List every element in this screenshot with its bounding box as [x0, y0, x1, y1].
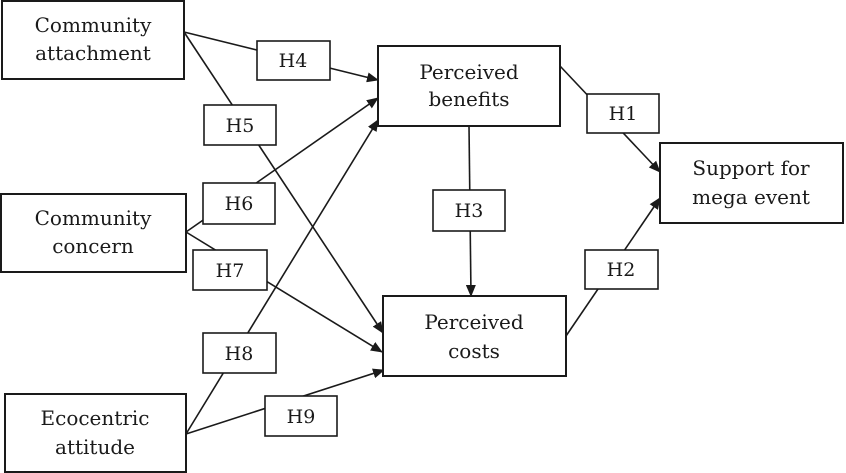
construct-community-concern: Community concern	[0, 193, 187, 273]
hypothesis-label: H1	[609, 103, 638, 125]
construct-label-line1: Community	[35, 206, 152, 230]
construct-label-line2: costs	[448, 339, 500, 363]
construct-label-line2: attachment	[35, 41, 151, 65]
construct-label-line1: Perceived	[419, 60, 519, 84]
hypothesis-h3: H3	[432, 189, 506, 232]
hypothesis-label: H5	[226, 115, 255, 137]
hypothesis-label: H6	[225, 193, 254, 215]
construct-ecocentric-attitude: Ecocentric attitude	[4, 393, 187, 473]
construct-label-line1: Support for	[692, 156, 810, 180]
hypothesis-label: H2	[607, 259, 636, 281]
hypothesis-label: H8	[225, 343, 254, 365]
construct-label-line2: attitude	[55, 435, 135, 459]
construct-label-line2: mega event	[692, 185, 810, 209]
hypothesis-h7: H7	[192, 249, 268, 291]
hypothesis-h9: H9	[264, 395, 338, 437]
hypothesis-label: H7	[216, 260, 245, 282]
hypothesis-h8: H8	[202, 332, 277, 374]
construct-label-line1: Community	[35, 13, 152, 37]
construct-community-attachment: Community attachment	[1, 0, 185, 80]
construct-support-for-mega-event: Support for mega event	[659, 142, 844, 224]
construct-label-line2: benefits	[429, 87, 510, 111]
hypothesis-label: H4	[279, 50, 308, 72]
construct-perceived-costs: Perceived costs	[382, 295, 567, 377]
construct-perceived-benefits: Perceived benefits	[377, 45, 561, 127]
edge-ecocentric-benefits	[185, 119, 379, 435]
hypothesis-label: H3	[455, 200, 484, 222]
hypothesis-label: H9	[287, 406, 316, 428]
hypothesis-h2: H2	[584, 249, 659, 290]
edge-attachment-costs	[183, 31, 384, 334]
hypothesis-h1: H1	[586, 93, 660, 134]
hypothesis-h5: H5	[203, 104, 277, 146]
hypothesis-h6: H6	[202, 182, 276, 225]
construct-label-line1: Ecocentric	[41, 406, 150, 430]
construct-label-line2: concern	[52, 234, 134, 258]
construct-label-line1: Perceived	[424, 310, 524, 334]
hypothesis-h4: H4	[256, 40, 331, 81]
